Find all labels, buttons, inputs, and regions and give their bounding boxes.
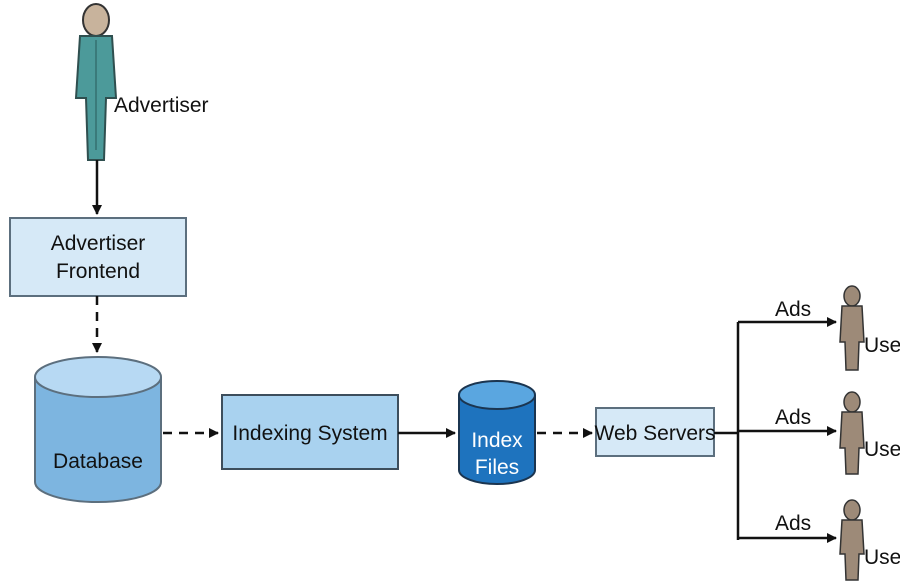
ads-label-2: Ads [775, 406, 811, 429]
database-cylinder: Database [34, 356, 162, 503]
advertiser-person-icon [74, 3, 118, 161]
web-servers-label: Web Servers [595, 422, 716, 445]
user-label-1: User [864, 334, 900, 357]
user-label-3: User [864, 546, 900, 569]
advertiser-frontend-label-line2: Frontend [56, 260, 140, 283]
user-label-2: User [864, 438, 900, 461]
indexing-system-box: Indexing System [221, 394, 399, 470]
index-files-label-line2: Files [475, 456, 519, 479]
ads-label-1: Ads [775, 298, 811, 321]
index-files-label-line1: Index [471, 429, 523, 452]
index-files-cylinder: Index Files [458, 380, 536, 485]
user-person-icon-1 [839, 285, 865, 371]
advertiser-label: Advertiser [114, 94, 209, 117]
advertiser-frontend-box: Advertiser Frontend [9, 217, 187, 297]
web-servers-box: Web Servers [595, 407, 716, 457]
user-person-icon-2 [839, 391, 865, 475]
database-label: Database [53, 450, 143, 473]
user-person-icon-3 [839, 499, 865, 581]
ads-label-3: Ads [775, 512, 811, 535]
advertiser-frontend-label-line1: Advertiser [51, 232, 146, 255]
indexing-system-label: Indexing System [232, 422, 387, 445]
